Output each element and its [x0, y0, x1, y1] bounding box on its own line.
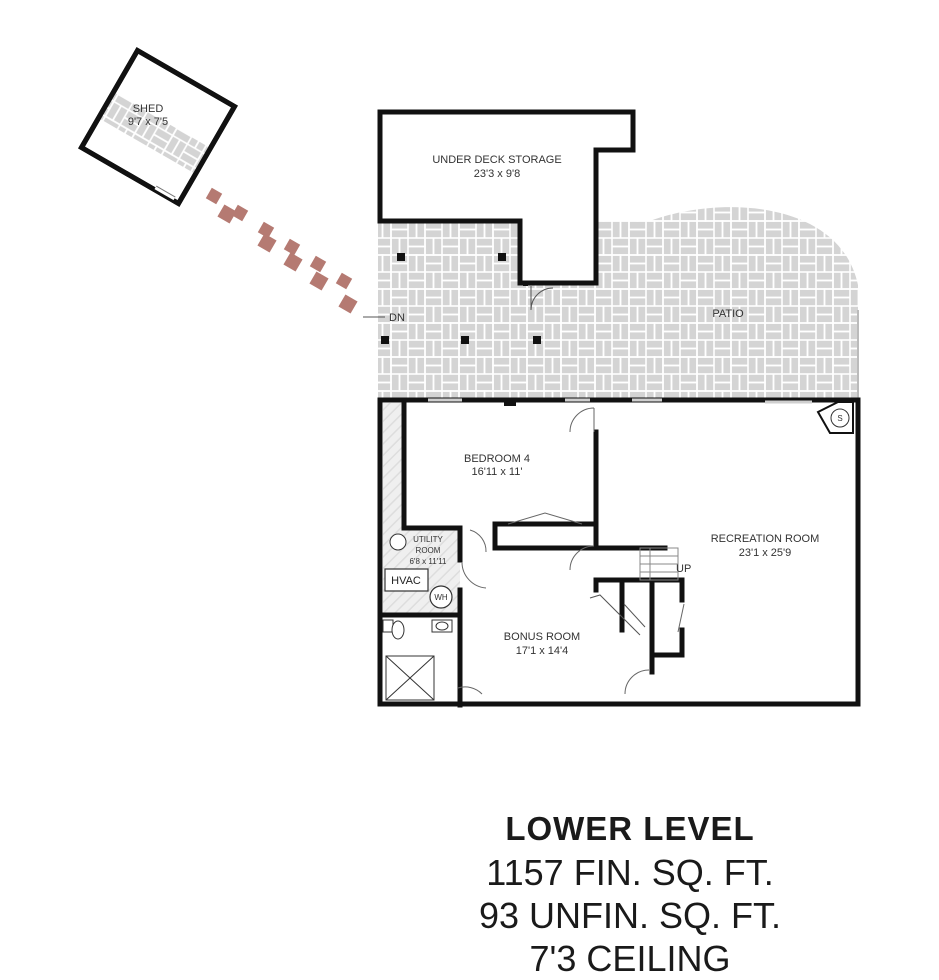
- bathroom-fixtures: [382, 619, 453, 701]
- door-swings: [457, 407, 685, 695]
- recreation-name: RECREATION ROOM: [711, 533, 820, 545]
- utility-name: UTILITY: [413, 535, 443, 544]
- patio-name: PATIO: [712, 308, 744, 320]
- bonus-name: BONUS ROOM: [504, 631, 580, 643]
- sump-pump: S: [816, 401, 854, 434]
- shed-name: SHED: [133, 103, 164, 115]
- unfinished-area: 93 UNFIN. SQ. FT.: [478, 895, 782, 936]
- finished-area: 1157 FIN. SQ. FT.: [486, 852, 774, 893]
- level-title: LOWER LEVEL: [505, 810, 755, 847]
- svg-text:HVAC: HVAC: [391, 575, 421, 587]
- utility-drain: [389, 533, 407, 551]
- water-heater: WH: [429, 585, 453, 609]
- shed-paver-floor: [98, 92, 211, 175]
- hvac-unit: HVAC: [384, 568, 429, 592]
- under-deck-name: UNDER DECK STORAGE: [432, 154, 561, 166]
- stairs-up-label: UP: [676, 563, 691, 575]
- stairs-up: [639, 547, 679, 581]
- bedroom4-name: BEDROOM 4: [464, 453, 530, 465]
- svg-text:WH: WH: [434, 593, 448, 602]
- walkway-path: [205, 187, 358, 314]
- utility-unfinished-area: [383, 403, 403, 613]
- recreation-size: 23'1 x 25'9: [739, 547, 792, 559]
- svg-text:S: S: [837, 414, 842, 423]
- bedroom4-size: 16'11 x 11': [472, 466, 523, 478]
- interior-walls: [377, 400, 685, 708]
- bonus-size: 17'1 x 14'4: [516, 645, 569, 657]
- under-deck-storage: [377, 109, 636, 286]
- shed: [78, 47, 238, 207]
- under-deck-size: 23'3 x 9'8: [474, 168, 520, 180]
- shed-size: 9'7 x 7'5: [128, 116, 168, 128]
- utility-name-2: ROOM: [416, 546, 441, 555]
- patio-area: [378, 207, 858, 398]
- stairs-down-label: DN: [389, 312, 405, 324]
- utility-size: 6'8 x 11'11: [409, 557, 447, 566]
- floor-plan: SHED 9'7 x 7'5 DN PATIO UNDER DECK STORA…: [78, 47, 861, 708]
- shed-door: [155, 185, 176, 198]
- ceiling-height: 7'3 CEILING: [529, 938, 731, 979]
